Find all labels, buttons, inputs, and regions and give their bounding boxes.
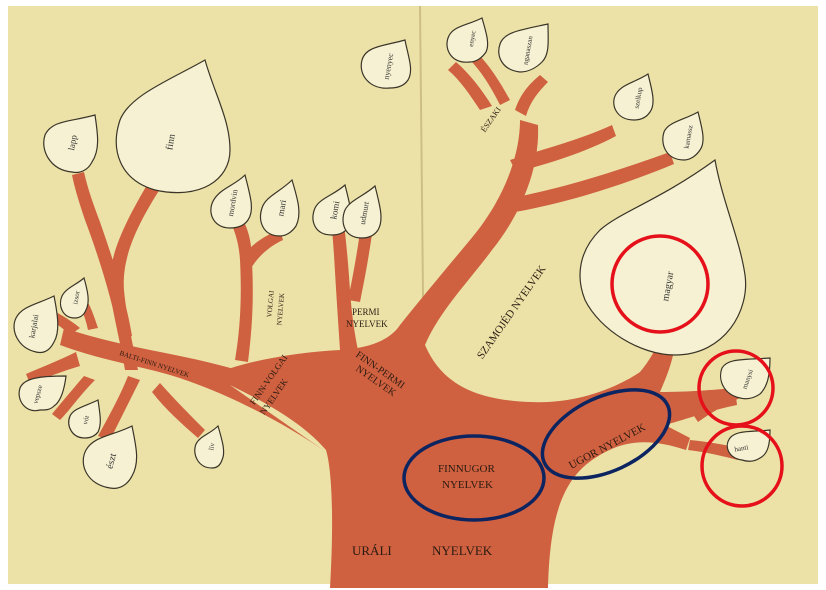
label-finnugor-1: FINNUGOR <box>438 463 496 475</box>
label-permi-1: PERMI <box>352 307 380 317</box>
label-nyelvek-trunk: NYELVEK <box>432 543 493 558</box>
label-urali: URÁLI <box>352 543 392 558</box>
label-permi-2: NYELVEK <box>346 319 388 329</box>
label-finnugor-2: NYELVEK <box>442 479 493 491</box>
